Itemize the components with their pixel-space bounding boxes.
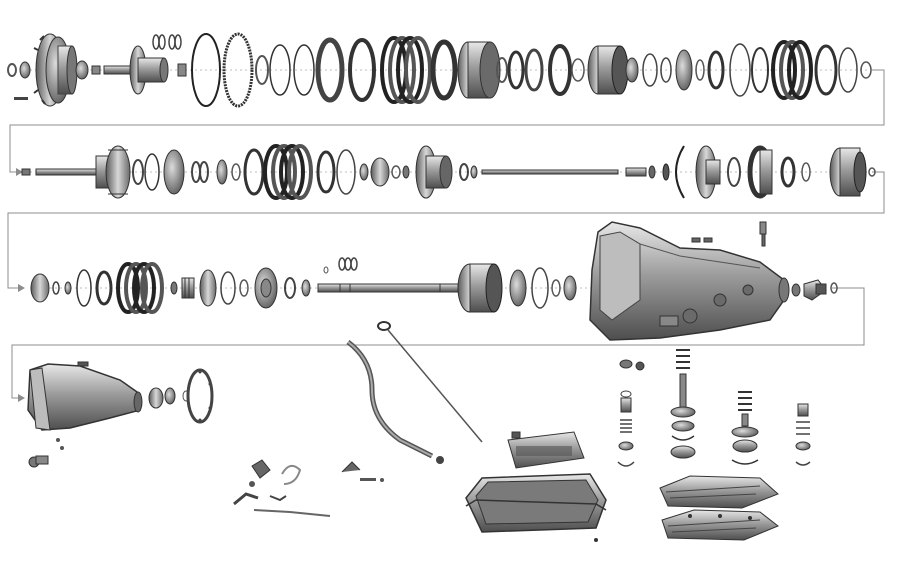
- output-planetary-gear: [254, 267, 278, 309]
- center-support: [695, 145, 721, 199]
- transmission-case: [589, 221, 790, 341]
- clutch-pack-rear: [771, 40, 813, 100]
- flow-guide-lines: [7, 69, 885, 402]
- low-reverse-clutch-pack: [116, 262, 164, 314]
- dipstick-and-tube: [346, 321, 483, 464]
- sun-gear-shell: [415, 145, 453, 199]
- intermediate-shaft: [481, 169, 619, 175]
- extension-gasket: [186, 368, 214, 424]
- servo-assemblies: [617, 349, 811, 467]
- manual-linkage: [233, 459, 384, 517]
- reverse-drum: [829, 147, 867, 197]
- intermediate-band: [747, 145, 773, 199]
- output-shaft: [317, 283, 459, 293]
- input-shaft: [35, 145, 131, 199]
- row-4-parts: [27, 321, 811, 542]
- intermediate-clutch-pack: [263, 144, 313, 200]
- row-3-parts: [30, 221, 838, 341]
- case-vent-and-bolts: [691, 221, 767, 247]
- one-way-clutch: [181, 277, 195, 299]
- oil-pan-and-filter: [465, 431, 607, 542]
- governor-assembly: [803, 279, 827, 301]
- pump-assembly: [33, 33, 78, 107]
- row-2-parts: [21, 144, 876, 200]
- ring-gear: [587, 45, 629, 95]
- reverse-ring-gear: [457, 263, 503, 313]
- forward-drum: [457, 41, 501, 99]
- clutch-pack-forward: [315, 36, 432, 104]
- valve-body: [659, 475, 779, 541]
- stator-support: [103, 45, 187, 95]
- row-1-parts: [7, 32, 872, 108]
- extension-housing: [27, 363, 143, 431]
